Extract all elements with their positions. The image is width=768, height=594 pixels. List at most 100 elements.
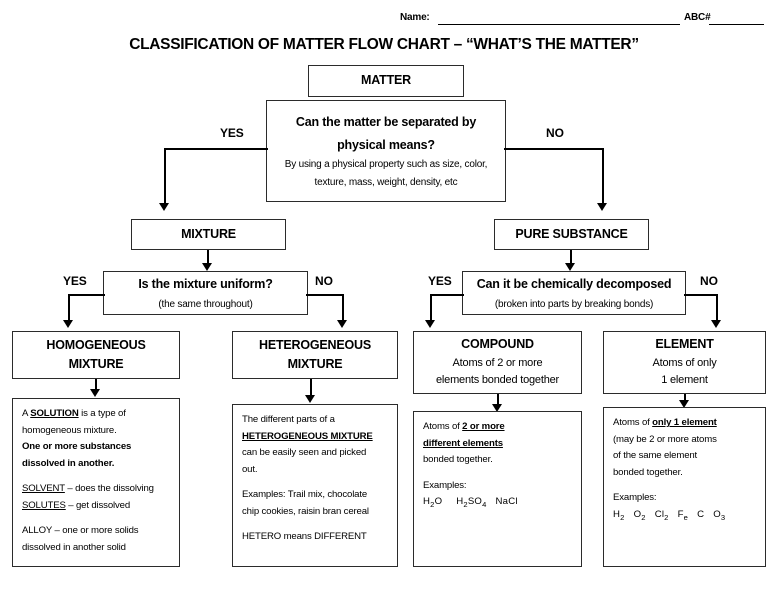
heterogeneous-line-2: HETEROGENEOUS MIXTURE bbox=[242, 430, 373, 442]
node-homogeneous-line2: MIXTURE bbox=[68, 357, 124, 371]
connector-no3-vertical bbox=[716, 294, 718, 322]
detail-box-element: Atoms of only 1 element (may be 2 or mor… bbox=[603, 407, 766, 567]
formula-o2: O2 bbox=[633, 508, 646, 522]
compound-line-3: bonded together. bbox=[423, 454, 493, 465]
arrowhead-no2 bbox=[337, 320, 347, 328]
arrowhead-compound-down bbox=[492, 404, 502, 412]
node-compound-title: COMPOUND bbox=[461, 337, 534, 352]
name-blank-line bbox=[438, 24, 680, 25]
decision-separated-by-physical-means: Can the matter be separated by physical … bbox=[266, 100, 506, 202]
solution-line-6: SOLUTES – get dissolved bbox=[22, 498, 170, 515]
formula-nacl: NaCl bbox=[495, 496, 518, 507]
detail-box-compound: Atoms of 2 or more different elements bo… bbox=[413, 411, 582, 567]
solution-l1c: is a type of bbox=[78, 408, 126, 419]
connector-compound-down bbox=[497, 394, 499, 406]
solution-gap-1 bbox=[22, 472, 170, 481]
solution-line-1: A SOLUTION is a type of bbox=[22, 406, 170, 423]
node-pure-substance: PURE SUBSTANCE bbox=[494, 219, 649, 250]
branch-label-yes-1: YES bbox=[220, 126, 244, 140]
arrowhead-pure-substance-down bbox=[565, 263, 575, 271]
node-compound-sub1: Atoms of 2 or more bbox=[452, 356, 543, 369]
arrowhead-heterogeneous-down bbox=[305, 395, 315, 403]
formula-c: C bbox=[697, 508, 705, 520]
arrowhead-element-down bbox=[679, 400, 689, 408]
connector-yes2-horizontal bbox=[68, 294, 105, 296]
abc-label: ABC# bbox=[684, 12, 711, 23]
compound-l1a: Atoms of bbox=[423, 421, 463, 432]
connector-heterogeneous-down bbox=[310, 379, 312, 397]
node-heterogeneous-line1: HETEROGENEOUS bbox=[259, 337, 371, 352]
name-label: Name: bbox=[400, 12, 430, 23]
heterogeneous-line-1: The different parts of a bbox=[242, 414, 335, 425]
decision3-line1: Can it be chemically decomposed bbox=[476, 277, 672, 291]
heterogeneous-line-7: HETERO means DIFFERENT bbox=[242, 531, 367, 542]
solution-l5b: – does the dissolving bbox=[64, 483, 154, 494]
decision-chemically-decomposed: Can it be chemically decomposed (broken … bbox=[462, 271, 686, 315]
compound-l1b: 2 or more bbox=[462, 421, 505, 432]
node-homogeneous-line1: HOMOGENEOUS bbox=[46, 337, 146, 352]
arrowhead-no3 bbox=[711, 320, 721, 328]
heterogeneous-gap-2 bbox=[242, 520, 388, 529]
heterogeneous-line-6: chip cookies, raisin bran cereal bbox=[242, 505, 369, 517]
node-element-sub1: Atoms of only bbox=[652, 356, 717, 369]
node-compound: COMPOUND Atoms of 2 or more elements bon… bbox=[413, 331, 582, 394]
node-element: ELEMENT Atoms of only 1 element bbox=[603, 331, 766, 394]
solution-gap-2 bbox=[22, 514, 170, 523]
connector-no2-vertical bbox=[342, 294, 344, 322]
decision1-line2: physical means? bbox=[337, 137, 435, 152]
decision3-sub: (broken into parts by breaking bonds) bbox=[494, 298, 654, 310]
element-gap-1 bbox=[613, 481, 756, 490]
branch-label-no-3: NO bbox=[700, 274, 718, 288]
heterogeneous-line-5: Examples: Trail mix, chocolate bbox=[242, 489, 368, 500]
connector-no1-vertical bbox=[602, 148, 604, 205]
formula-h2: H2 bbox=[613, 508, 625, 522]
node-heterogeneous-mixture: HETEROGENEOUS MIXTURE bbox=[232, 331, 398, 379]
formula-cl2: Cl2 bbox=[654, 508, 669, 522]
detail-box-solution: A SOLUTION is a type of homogeneous mixt… bbox=[12, 398, 180, 567]
arrowhead-homogeneous-down bbox=[90, 389, 100, 397]
decision1-line1: Can the matter be separated by bbox=[295, 115, 477, 129]
compound-line-2: different elements bbox=[423, 437, 503, 449]
element-line-2: (may be 2 or more atoms bbox=[613, 433, 717, 445]
connector-yes2-vertical bbox=[68, 294, 70, 322]
element-l1b: only 1 element bbox=[652, 417, 717, 428]
node-matter-label: MATTER bbox=[361, 73, 411, 88]
formula-o3: O3 bbox=[713, 508, 726, 522]
node-homogeneous-mixture: HOMOGENEOUS MIXTURE bbox=[12, 331, 180, 379]
solution-line-2: homogeneous mixture. bbox=[22, 424, 117, 436]
element-line-4: bonded together. bbox=[613, 466, 683, 478]
solution-line-4: dissolved in another. bbox=[22, 457, 115, 469]
arrowhead-yes1 bbox=[159, 203, 169, 211]
connector-yes3-horizontal bbox=[430, 294, 464, 296]
solution-l1a: A bbox=[22, 408, 31, 419]
decision2-line1: Is the mixture uniform? bbox=[138, 277, 273, 291]
decision2-sub: (the same throughout) bbox=[158, 298, 253, 310]
arrowhead-yes3 bbox=[425, 320, 435, 328]
formula-fe: Fe bbox=[677, 508, 689, 522]
compound-line-1: Atoms of 2 or more bbox=[423, 419, 572, 436]
decision1-sub2: texture, mass, weight, density, etc bbox=[314, 176, 458, 188]
solution-line-3: One or more substances bbox=[22, 441, 132, 452]
element-formula-row: H2 O2 Cl2 Fe C O3 bbox=[613, 507, 756, 524]
connector-no3-horizontal bbox=[684, 294, 718, 296]
node-element-sub2: 1 element bbox=[661, 374, 708, 387]
arrowhead-mixture-down bbox=[202, 263, 212, 271]
node-element-title: ELEMENT bbox=[655, 337, 714, 352]
connector-mixture-down bbox=[207, 250, 209, 265]
compound-line-4: Examples: bbox=[423, 479, 467, 491]
branch-label-no-1: NO bbox=[546, 126, 564, 140]
connector-homogeneous-down bbox=[95, 379, 97, 391]
node-heterogeneous-line2: MIXTURE bbox=[287, 357, 343, 371]
heterogeneous-gap-1 bbox=[242, 478, 388, 487]
solution-l6b: – get dissolved bbox=[65, 499, 130, 511]
connector-yes3-vertical bbox=[430, 294, 432, 322]
connector-yes1-vertical bbox=[164, 148, 166, 205]
branch-label-no-2: NO bbox=[315, 274, 333, 288]
page-title: CLASSIFICATION OF MATTER FLOW CHART – “W… bbox=[129, 36, 639, 53]
decision-mixture-uniform: Is the mixture uniform? (the same throug… bbox=[103, 271, 308, 315]
solution-l6a: SOLUTES bbox=[22, 499, 66, 511]
detail-box-heterogeneous: The different parts of a HETEROGENEOUS M… bbox=[232, 404, 398, 567]
node-compound-sub2: elements bonded together bbox=[435, 374, 560, 387]
